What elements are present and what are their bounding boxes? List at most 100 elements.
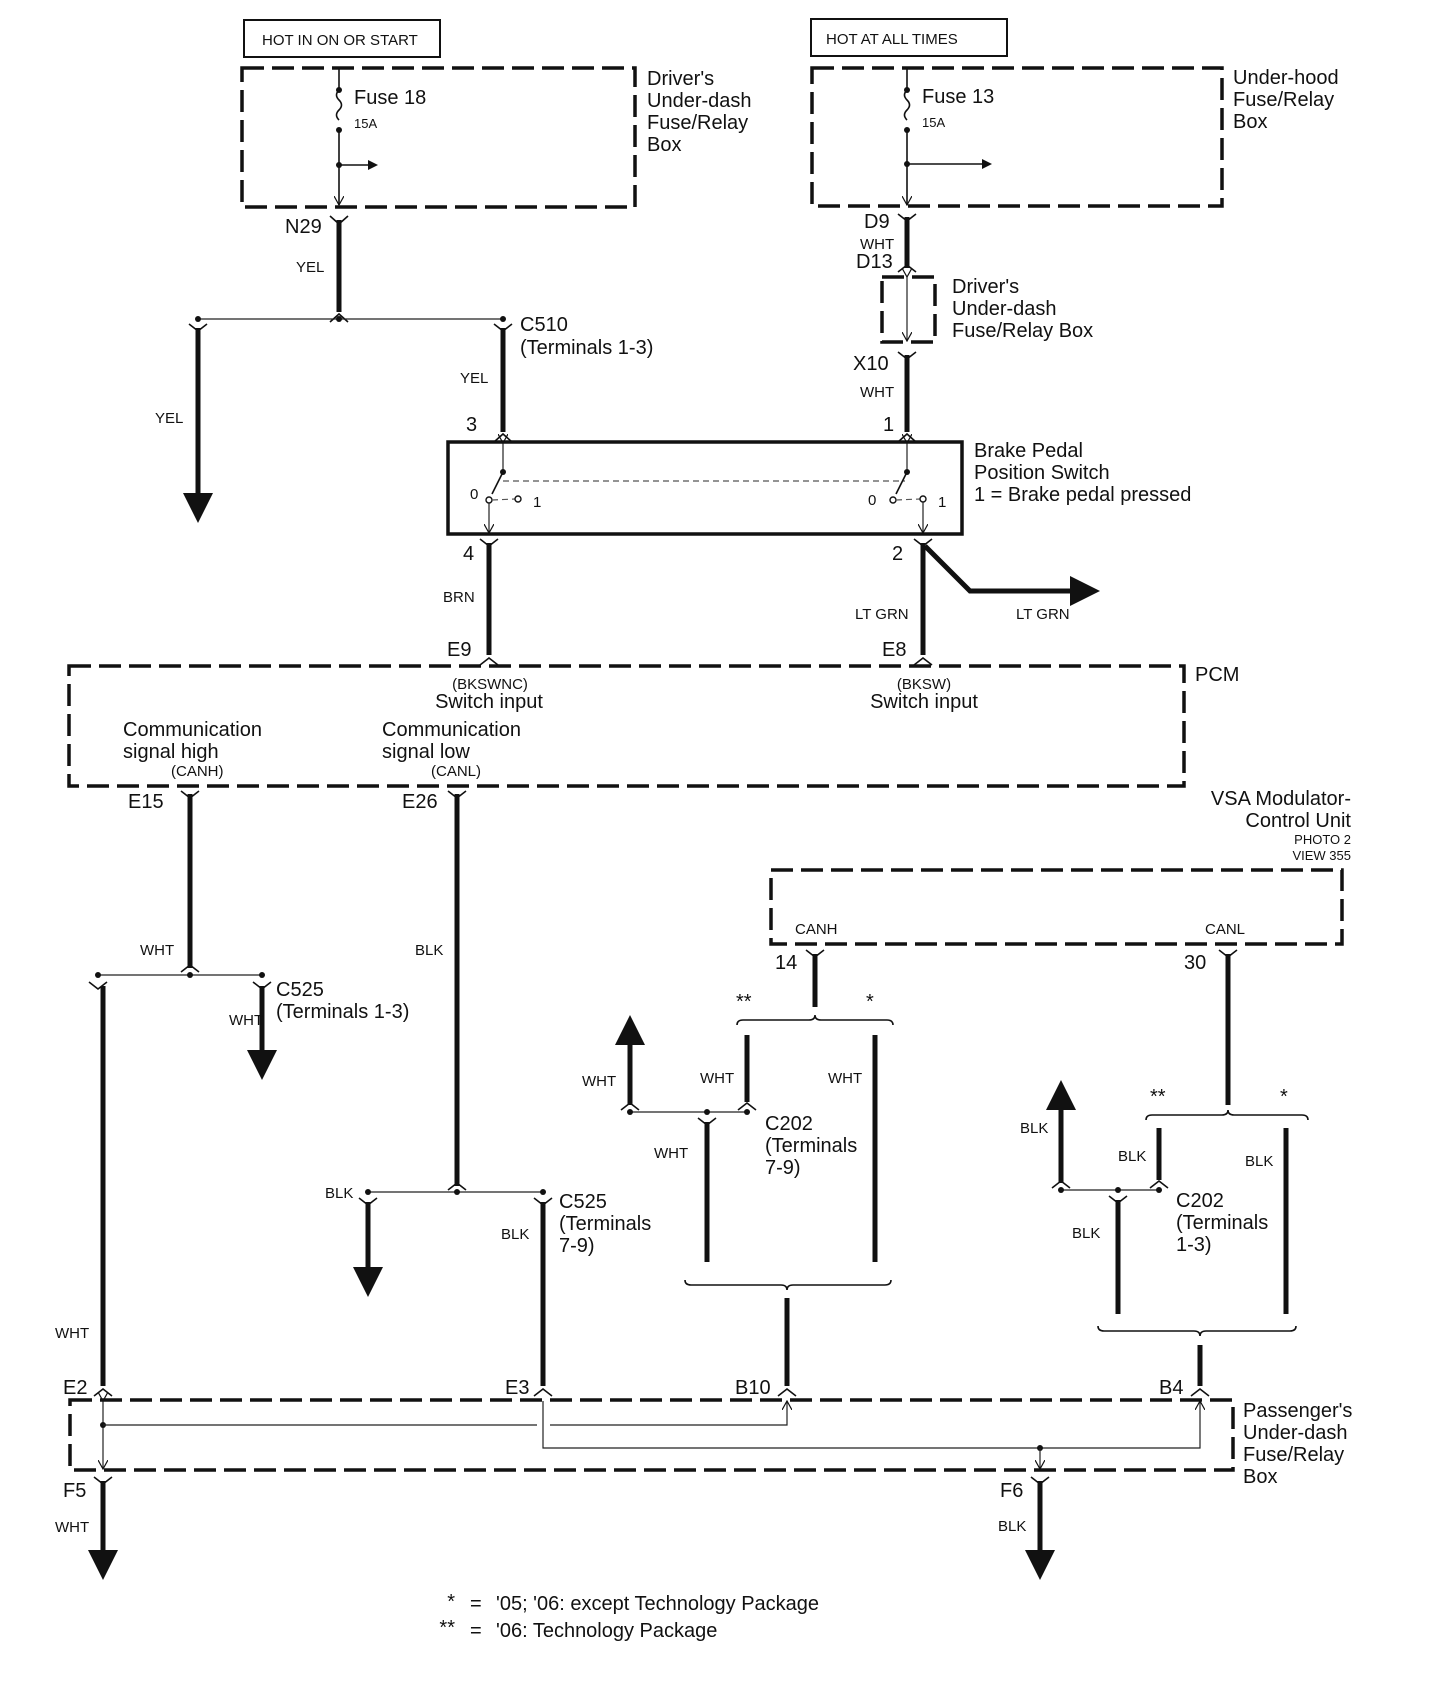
svg-text:Box: Box bbox=[1233, 111, 1267, 133]
wire-ltgrn-branch bbox=[923, 544, 1100, 606]
svg-text:LT GRN: LT GRN bbox=[855, 606, 909, 623]
svg-text:VIEW 355: VIEW 355 bbox=[1292, 848, 1351, 863]
svg-text:1-3): 1-3) bbox=[1176, 1234, 1212, 1256]
connector-c202-b: C202 bbox=[1176, 1190, 1224, 1212]
svg-text:HOT IN ON OR START: HOT IN ON OR START bbox=[262, 32, 418, 49]
connector-c525-a: C525 bbox=[276, 979, 324, 1001]
svg-text:LT GRN: LT GRN bbox=[1016, 606, 1070, 623]
svg-text:BLK: BLK bbox=[325, 1185, 353, 1202]
svg-text:Control Unit: Control Unit bbox=[1245, 810, 1351, 832]
svg-text:HOT AT ALL TIMES: HOT AT ALL TIMES bbox=[826, 31, 958, 48]
svg-text:BLK: BLK bbox=[501, 1226, 529, 1243]
svg-text:1: 1 bbox=[883, 414, 894, 436]
svg-text:YEL: YEL bbox=[296, 259, 324, 276]
svg-text:*: * bbox=[1280, 1086, 1288, 1108]
svg-text:signal high: signal high bbox=[123, 741, 219, 763]
fuse-icon bbox=[335, 89, 343, 121]
connector-c202-a: C202 bbox=[765, 1113, 813, 1135]
passenger-fuse-box-label: Passenger's Under-dash Fuse/Relay Box bbox=[1243, 1400, 1352, 1488]
svg-text:WHT: WHT bbox=[860, 236, 894, 253]
variant-brace-b10 bbox=[684, 1279, 892, 1291]
svg-text:Switch input: Switch input bbox=[435, 691, 543, 713]
svg-text:(BKSWNC): (BKSWNC) bbox=[452, 676, 528, 693]
variant-brace-canh bbox=[736, 1014, 894, 1026]
svg-text:Fuse 18: Fuse 18 bbox=[354, 87, 426, 109]
underhood-fuse-box-outline bbox=[810, 66, 1224, 208]
vsa-label: VSA Modulator- Control Unit PHOTO 2 VIEW… bbox=[1211, 788, 1352, 863]
variant-brace-canl bbox=[1145, 1109, 1309, 1121]
svg-text:YEL: YEL bbox=[155, 410, 183, 427]
svg-text:WHT: WHT bbox=[828, 1070, 862, 1087]
power-label-battery: HOT AT ALL TIMES bbox=[810, 18, 1008, 57]
svg-text:15A: 15A bbox=[354, 116, 377, 131]
svg-text:0: 0 bbox=[868, 492, 876, 509]
svg-text:WHT: WHT bbox=[860, 384, 894, 401]
connector-d9: D9 bbox=[864, 211, 890, 233]
svg-text:(Terminals: (Terminals bbox=[559, 1213, 651, 1235]
svg-text:Under-dash: Under-dash bbox=[1243, 1422, 1348, 1444]
svg-text:PHOTO 2: PHOTO 2 bbox=[1294, 832, 1351, 847]
svg-text:2: 2 bbox=[892, 543, 903, 565]
svg-text:1 = Brake pedal pressed: 1 = Brake pedal pressed bbox=[974, 484, 1191, 506]
pcm-outline bbox=[67, 664, 1186, 788]
svg-text:1: 1 bbox=[533, 494, 541, 511]
svg-text:BLK: BLK bbox=[415, 942, 443, 959]
svg-text:WHT: WHT bbox=[55, 1519, 89, 1536]
svg-text:**: ** bbox=[439, 1617, 455, 1639]
fuse-18: Fuse 18 15A bbox=[336, 68, 426, 205]
svg-text:BLK: BLK bbox=[1245, 1153, 1273, 1170]
connector-e8: E8 bbox=[882, 639, 906, 661]
svg-text:YEL: YEL bbox=[460, 370, 488, 387]
svg-text:VSA Modulator-: VSA Modulator- bbox=[1211, 788, 1351, 810]
svg-text:WHT: WHT bbox=[654, 1145, 688, 1162]
svg-text:(CANH): (CANH) bbox=[171, 763, 224, 780]
svg-text:CANH: CANH bbox=[795, 921, 838, 938]
passenger-fuse-box-outline bbox=[68, 1398, 1235, 1472]
svg-text:(Terminals 1-3): (Terminals 1-3) bbox=[520, 337, 653, 359]
svg-text:Driver's: Driver's bbox=[952, 276, 1019, 298]
svg-text:Fuse 13: Fuse 13 bbox=[922, 86, 994, 108]
drivers-fuse-box-2-label: Driver's Under-dash Fuse/Relay Box bbox=[952, 276, 1093, 342]
pcm-label: PCM (BKSWNC) Switch input (BKSW) Switch … bbox=[123, 664, 1239, 780]
svg-text:Fuse/Relay: Fuse/Relay bbox=[647, 112, 748, 134]
connector-d13: D13 bbox=[856, 251, 893, 273]
svg-text:Fuse/Relay: Fuse/Relay bbox=[1243, 1444, 1344, 1466]
vsa-outline bbox=[769, 868, 1344, 946]
svg-text:3: 3 bbox=[466, 414, 477, 436]
variant-brace-b4 bbox=[1097, 1325, 1297, 1337]
drivers-fuse-box-label: Driver's Under-dash Fuse/Relay Box bbox=[647, 68, 752, 156]
svg-text:Position Switch: Position Switch bbox=[974, 462, 1110, 484]
svg-text:BLK: BLK bbox=[998, 1518, 1026, 1535]
svg-text:'05; '06: except Technology Pa: '05; '06: except Technology Package bbox=[496, 1593, 819, 1615]
svg-text:Communication: Communication bbox=[123, 719, 262, 741]
connector-n29: N29 bbox=[285, 216, 322, 238]
svg-text:'06: Technology Package: '06: Technology Package bbox=[496, 1620, 717, 1642]
svg-text:Box: Box bbox=[1243, 1466, 1277, 1488]
svg-text:*: * bbox=[447, 1591, 455, 1613]
connector-f5: F5 bbox=[63, 1480, 86, 1502]
svg-text:Under-hood: Under-hood bbox=[1233, 67, 1339, 89]
svg-text:WHT: WHT bbox=[700, 1070, 734, 1087]
svg-text:(Terminals 1-3): (Terminals 1-3) bbox=[276, 1001, 409, 1023]
svg-text:=: = bbox=[470, 1620, 482, 1642]
connector-e26: E26 bbox=[402, 791, 438, 813]
svg-text:7-9): 7-9) bbox=[559, 1235, 595, 1257]
svg-text:15A: 15A bbox=[922, 115, 945, 130]
svg-text:(CANL): (CANL) bbox=[431, 763, 481, 780]
svg-text:WHT: WHT bbox=[140, 942, 174, 959]
svg-text:Box: Box bbox=[647, 134, 681, 156]
connector-e9: E9 bbox=[447, 639, 471, 661]
connector-f6: F6 bbox=[1000, 1480, 1023, 1502]
svg-text:Fuse/Relay Box: Fuse/Relay Box bbox=[952, 320, 1093, 342]
svg-text:Driver's: Driver's bbox=[647, 68, 714, 90]
svg-text:*: * bbox=[866, 991, 874, 1013]
svg-text:**: ** bbox=[736, 991, 752, 1013]
svg-text:CANL: CANL bbox=[1205, 921, 1245, 938]
svg-text:(BKSW): (BKSW) bbox=[897, 676, 951, 693]
svg-text:BLK: BLK bbox=[1072, 1225, 1100, 1242]
connector-b4: B4 bbox=[1159, 1377, 1183, 1399]
svg-text:BLK: BLK bbox=[1020, 1120, 1048, 1137]
svg-text:Communication: Communication bbox=[382, 719, 521, 741]
connector-c525-b: C525 bbox=[559, 1191, 607, 1213]
